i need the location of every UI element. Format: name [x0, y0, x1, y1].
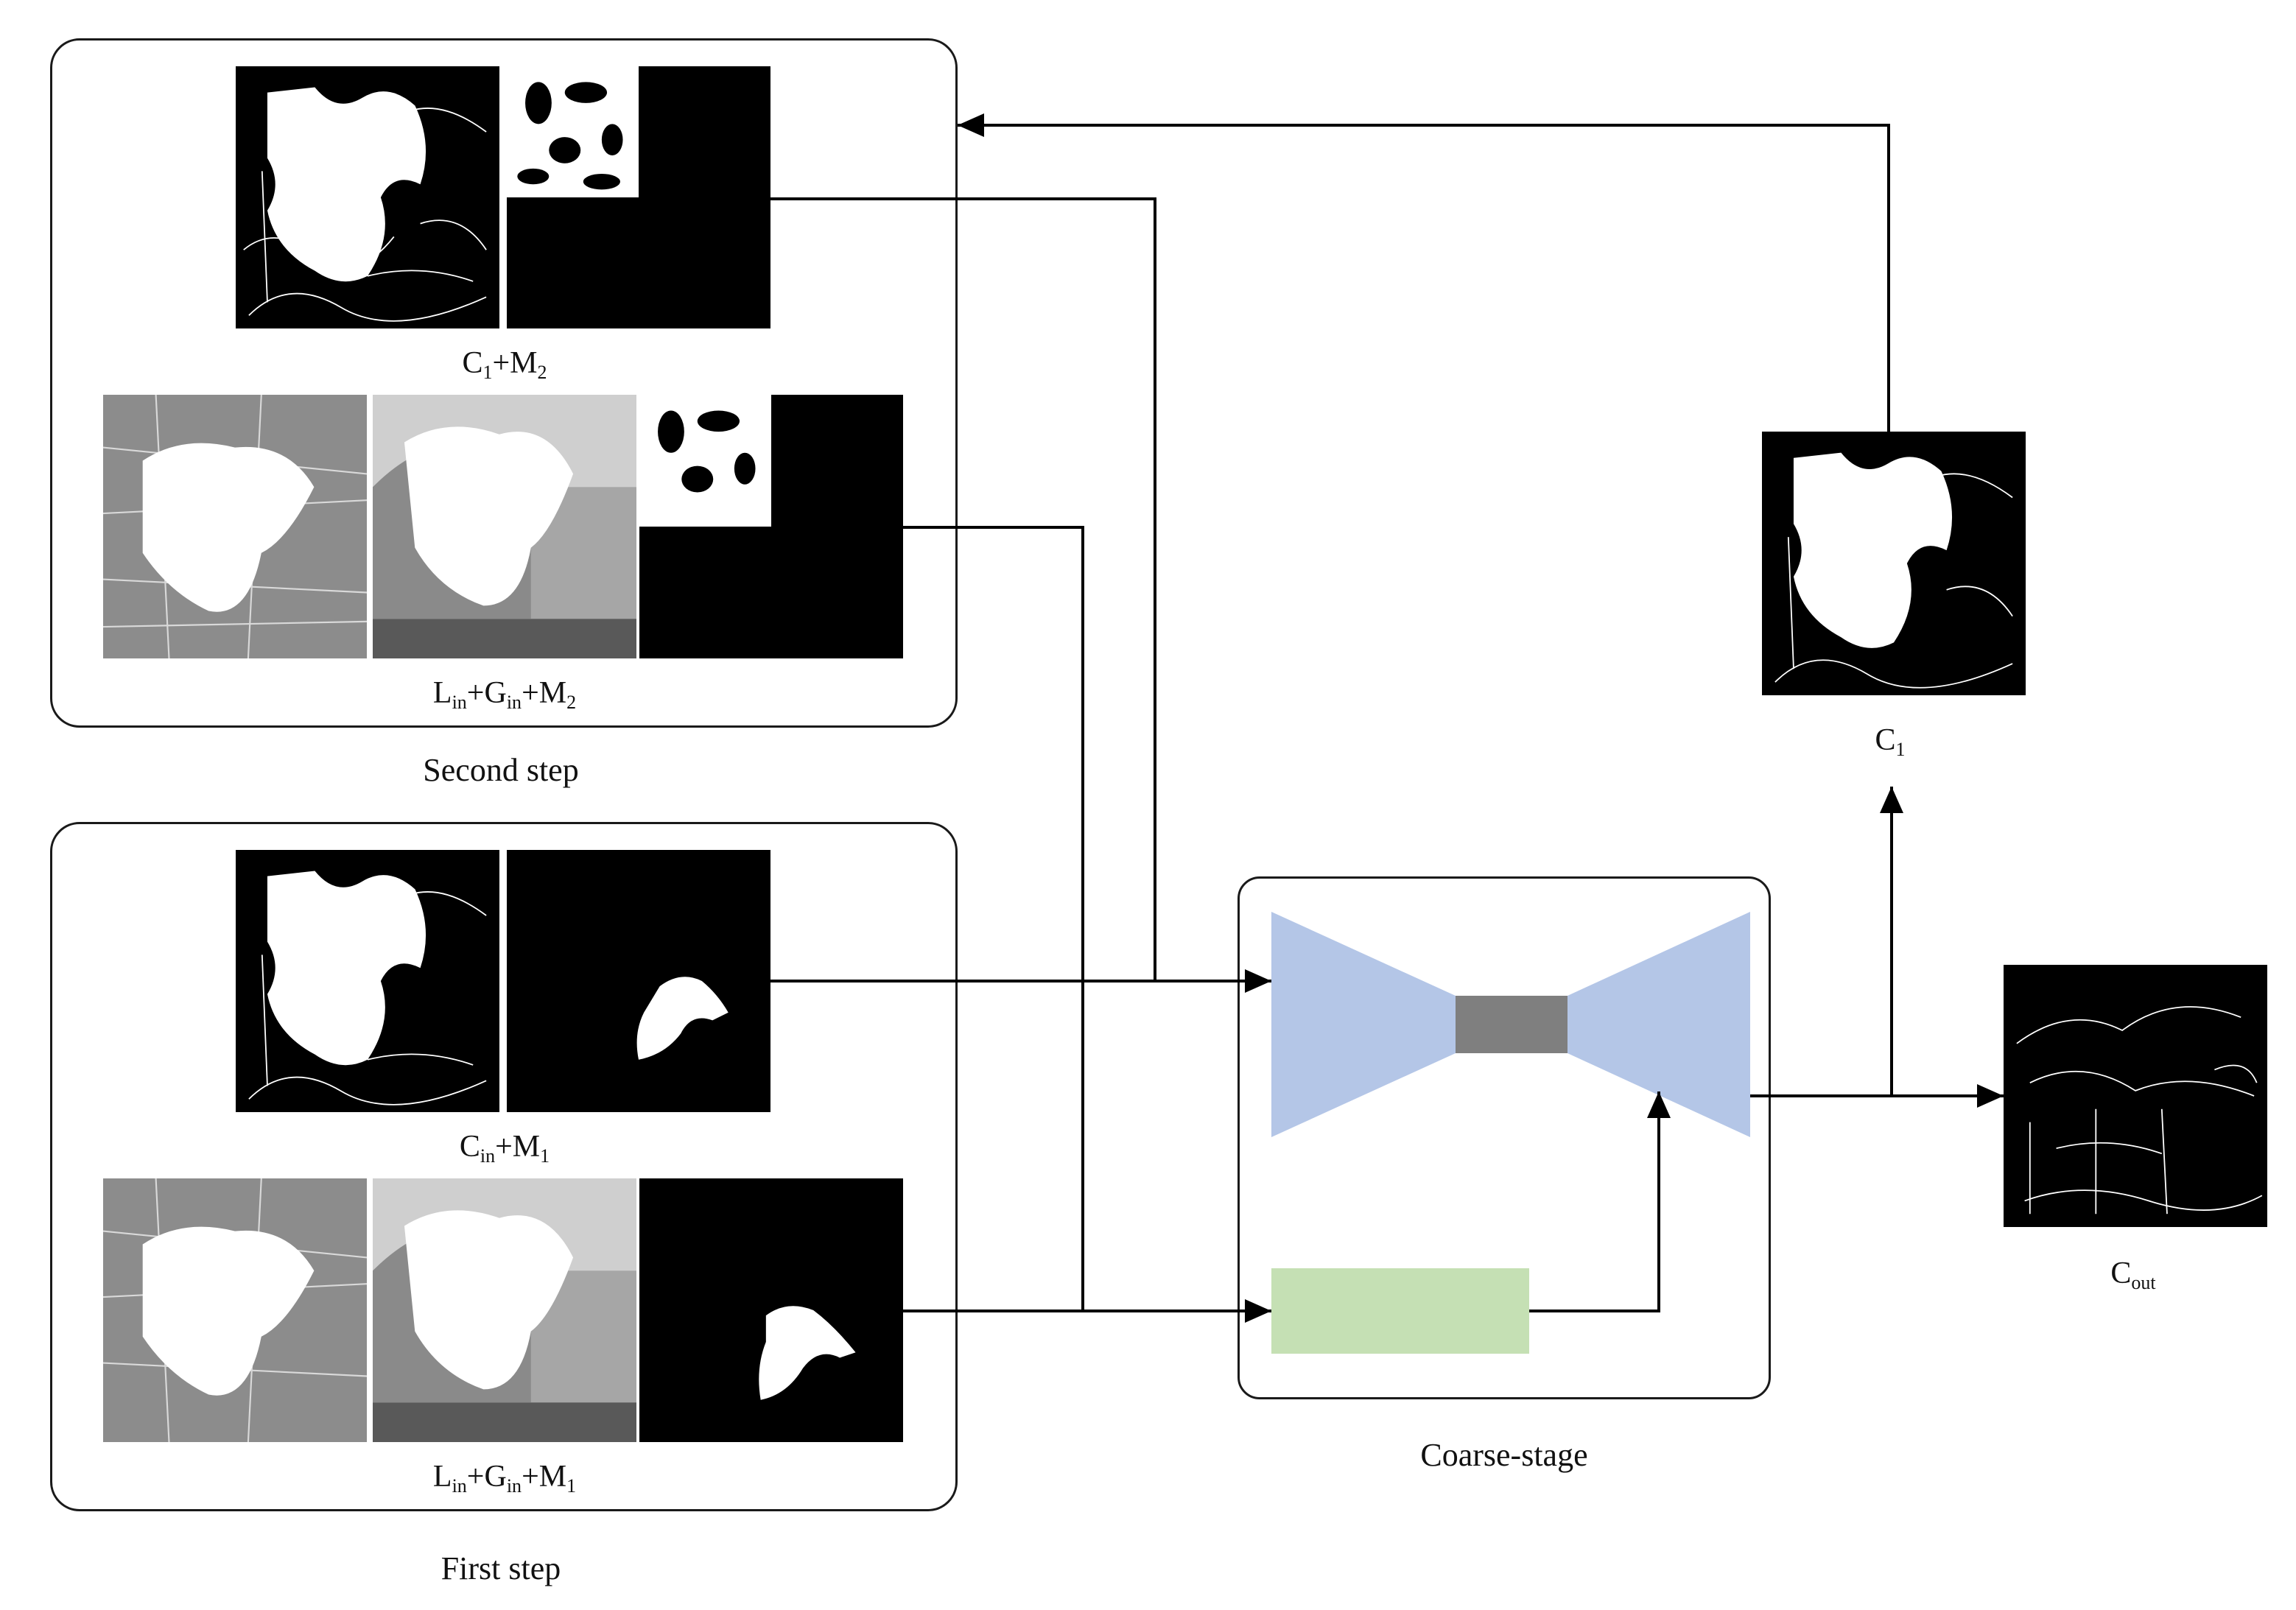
- mask-image: [507, 850, 770, 1112]
- lin-gin-m1-label: Lin+Gin+M1: [432, 1460, 577, 1497]
- first-step-caption: First step: [440, 1550, 561, 1586]
- grayscale-image: [373, 395, 636, 658]
- cin-m1-label: Cin+M1: [459, 1130, 550, 1167]
- cout-label: Cout: [2110, 1256, 2156, 1293]
- c1-label: C1: [1875, 723, 1906, 760]
- c1-image: [1762, 432, 2026, 695]
- grayscale-image: [373, 1178, 636, 1442]
- coarse-stage-panel: [1237, 876, 1771, 1399]
- second-step-caption: Second step: [423, 752, 579, 788]
- c1-feedback-arrow: [958, 113, 1890, 432]
- lin-gin-m2-label: Lin+Gin+M2: [432, 676, 577, 713]
- cout-image: [2004, 965, 2267, 1227]
- mask-image: [507, 66, 770, 328]
- edge-map-image: [236, 66, 499, 328]
- edge-map-image: [236, 850, 499, 1112]
- edge-texture-image: [103, 1178, 367, 1442]
- coarse-stage-caption: Coarse-stage: [1420, 1437, 1588, 1473]
- mask-image: [639, 395, 903, 658]
- c1-m2-label: C1+M2: [462, 346, 547, 383]
- edge-texture-image: [103, 395, 367, 658]
- mask-image: [639, 1178, 903, 1442]
